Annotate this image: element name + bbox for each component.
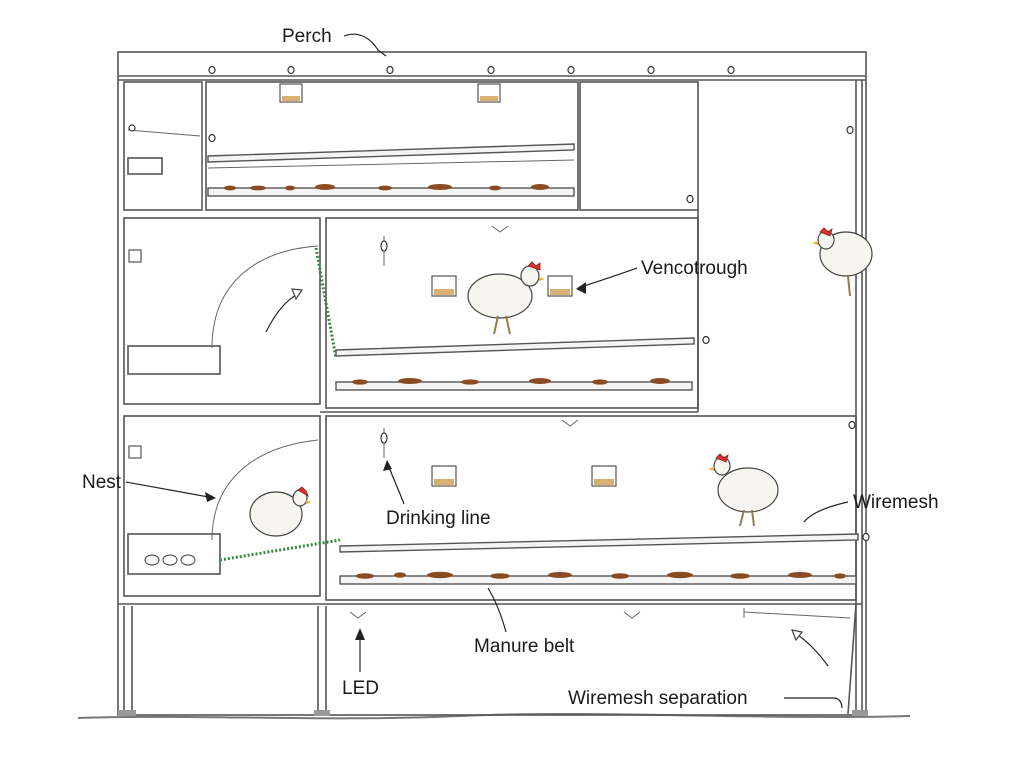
label-vencotrough-text: Vencotrough <box>641 258 748 279</box>
label-manure-belt: Manure belt <box>474 587 575 657</box>
label-vencotrough: Vencotrough <box>576 258 748 294</box>
label-wiremesh-text: Wiremesh <box>853 492 939 513</box>
lower-tier <box>118 415 862 605</box>
label-drinking-line-text: Drinking line <box>386 508 491 529</box>
label-manure-belt-text: Manure belt <box>474 636 575 657</box>
hen-nest <box>249 486 311 537</box>
top-tier <box>123 81 699 211</box>
label-wiremesh-separation: Wiremesh separation <box>568 688 843 709</box>
label-led-text: LED <box>342 678 379 699</box>
perch-holes <box>208 65 870 542</box>
hen-right-perch <box>812 227 873 297</box>
label-drinking-line: Drinking line <box>383 460 491 529</box>
middle-tier <box>123 210 699 413</box>
label-led: LED <box>342 628 379 699</box>
label-nest: Nest <box>82 472 216 502</box>
hen-middle <box>467 261 545 335</box>
label-wiremesh: Wiremesh <box>803 492 939 523</box>
label-nest-text: Nest <box>82 472 122 493</box>
label-perch: Perch <box>282 26 387 57</box>
label-wiremesh-separation-text: Wiremesh separation <box>568 688 748 709</box>
ground-line <box>77 713 911 720</box>
hen-lower-right <box>708 453 779 527</box>
base-tier <box>118 603 868 716</box>
label-perch-text: Perch <box>282 26 332 47</box>
